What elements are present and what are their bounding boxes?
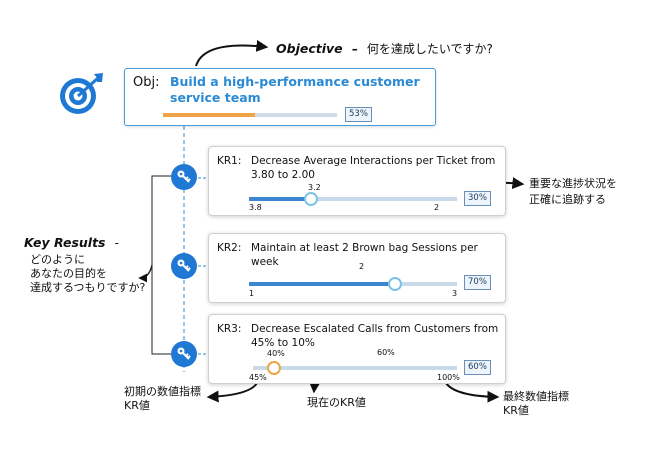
kr2-title: Maintain at least 2 Brown bag Sessions p… — [251, 242, 478, 268]
key-results-heading: Key Results - どのように あなたの目的を 達成するつもりですか? — [24, 232, 145, 295]
kr3-slider-knob[interactable] — [267, 360, 281, 375]
kr2-current-label: 2 — [359, 262, 365, 271]
objective-heading: Objective – 何を達成したいですか? — [276, 38, 493, 57]
key-icon — [171, 253, 197, 279]
progress-note-line: 正確に追跡する — [529, 193, 606, 206]
kr2-end-label: 3 — [452, 289, 458, 298]
kr2-slider-knob[interactable] — [387, 276, 402, 291]
kr1-percent-badge: 30% — [464, 191, 491, 206]
kr2-start-label: 1 — [249, 289, 255, 298]
final-value-line: 最終数値指標 — [503, 390, 569, 403]
initial-value-line: 初期の数値指標 — [124, 385, 201, 398]
key-results-question-line: どのように — [30, 253, 85, 266]
key-icon — [171, 164, 197, 190]
kr3-end-label: 100% — [437, 373, 460, 382]
kr3-start-label: 45% — [249, 373, 267, 382]
kr2-progress-fill — [249, 282, 395, 286]
current-value-note: 現在のKR値 — [307, 396, 366, 409]
initial-value-line: KR値 — [124, 399, 150, 412]
kr3-percent-badge: 60% — [464, 360, 491, 375]
final-value-line: KR値 — [503, 404, 529, 417]
objective-heading-dash: – — [351, 42, 358, 56]
progress-note: 重要な進捗状況を 正確に追跡する — [529, 177, 617, 207]
kr2-percent-badge: 70% — [464, 275, 491, 290]
objective-progress-fill — [163, 113, 256, 117]
kr1-id: KR1: — [217, 155, 242, 167]
kr3-progress-track — [253, 366, 457, 370]
key-results-question-line: あなたの目的を — [30, 267, 107, 280]
objective-heading-label: Objective — [276, 41, 343, 56]
key-results-dash: - — [114, 236, 119, 250]
kr1-title: Decrease Average Interactions per Ticket… — [251, 155, 496, 181]
objective-progress-track — [163, 113, 337, 117]
final-value-note: 最終数値指標 KR値 — [503, 390, 569, 418]
progress-note-line: 重要な進捗状況を — [529, 177, 617, 190]
kr2-id: KR2: — [217, 242, 242, 254]
key-icon — [171, 341, 197, 367]
kr1-progress-fill — [249, 197, 312, 201]
kr1-start-label: 3.8 — [249, 203, 262, 212]
objective-percent-badge: 53% — [345, 107, 372, 122]
kr1-current-label: 3.2 — [308, 183, 321, 192]
key-results-label: Key Results — [24, 235, 106, 250]
kr2-card[interactable]: KR2: Maintain at least 2 Brown bag Sessi… — [208, 233, 506, 303]
objective-title: Build a high-performance customer servic… — [170, 74, 420, 105]
objective-arrow — [195, 39, 269, 67]
key-results-question-line: 達成するつもりですか? — [30, 281, 146, 294]
kr-bracket — [151, 175, 171, 355]
kr3-target-label: 60% — [377, 348, 395, 357]
objective-question: 何を達成したいですか? — [366, 42, 493, 56]
initial-value-note: 初期の数値指標 KR値 — [124, 385, 201, 413]
target-icon — [60, 73, 103, 114]
objective-card[interactable]: Obj: Build a high-performance customer s… — [124, 68, 436, 126]
final-value-arrow — [445, 382, 500, 403]
kr2-progress-track — [249, 282, 457, 286]
kr3-card[interactable]: KR3: Decrease Escalated Calls from Custo… — [208, 314, 506, 384]
kr3-title: Decrease Escalated Calls from Customers … — [251, 323, 499, 349]
kr3-id: KR3: — [217, 323, 242, 335]
kr1-slider-knob[interactable] — [304, 191, 319, 206]
objective-prefix: Obj: — [133, 75, 160, 90]
kr3-current-label: 40% — [267, 349, 285, 358]
kr1-card[interactable]: KR1: Decrease Average Interactions per T… — [208, 146, 506, 216]
initial-value-arrow — [206, 382, 258, 403]
kr1-progress-track — [249, 197, 457, 201]
kr1-end-label: 2 — [434, 203, 440, 212]
